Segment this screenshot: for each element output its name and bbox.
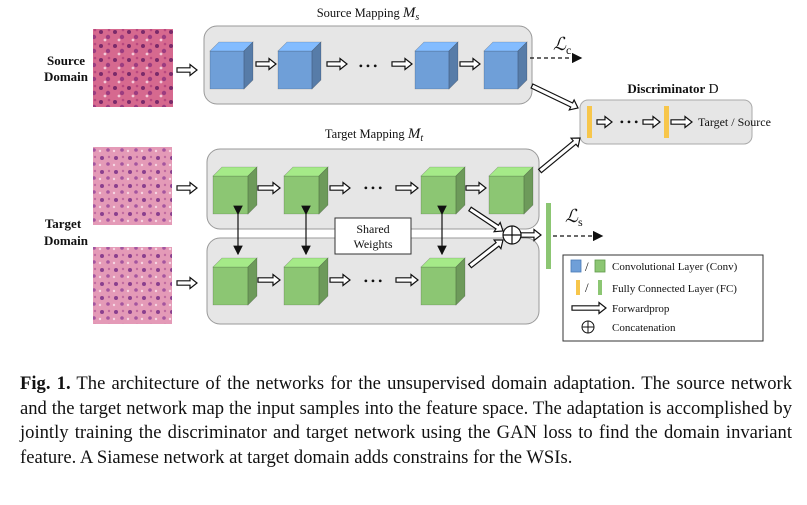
cube-front bbox=[209, 50, 245, 90]
cube-side bbox=[318, 257, 329, 306]
target-domain-label-line2: Domain bbox=[44, 233, 89, 248]
legend-box bbox=[562, 254, 764, 342]
forward-arrow-8 bbox=[329, 181, 351, 195]
siamese-loss: ℒs bbox=[565, 206, 583, 229]
classification-loss: ℒc bbox=[553, 34, 571, 57]
cube-side bbox=[311, 41, 322, 90]
forward-arrow-11 bbox=[176, 276, 198, 290]
discriminator-ellipsis: • • • bbox=[620, 115, 639, 129]
forward-arrow-14 bbox=[395, 273, 419, 287]
cube-front bbox=[483, 50, 519, 90]
legend-fc-label: Fully Connected Layer (FC) bbox=[612, 283, 737, 295]
cube-front bbox=[283, 266, 320, 306]
caption-text: The architecture of the networks for the… bbox=[20, 373, 792, 468]
discriminator-fc-bar-2 bbox=[664, 106, 669, 138]
shared-weight-links bbox=[233, 205, 447, 256]
forward-arrow-18 bbox=[467, 239, 504, 269]
discriminator-fc-bar-1 bbox=[587, 106, 592, 138]
legend-forward-label: Forwardprop bbox=[612, 303, 670, 315]
architecture-diagram: Source Mapping Ms Target Mapping Mt Sour… bbox=[44, 5, 771, 342]
forward-arrow-4 bbox=[391, 57, 413, 71]
target-conv-layer-1 bbox=[212, 166, 258, 215]
shared-weights-line2: Weights bbox=[353, 237, 392, 251]
source-domain-label-line1: Source bbox=[47, 53, 85, 68]
conv-layers bbox=[209, 41, 534, 306]
forward-arrow-19 bbox=[520, 228, 542, 242]
cube-front bbox=[212, 266, 249, 306]
siamese-conv-layer-3 bbox=[420, 257, 466, 306]
cube-side bbox=[517, 41, 528, 90]
siamese-ellipsis: • • • bbox=[364, 274, 383, 288]
legend-forward-arrow bbox=[571, 301, 607, 315]
forward-arrow-7 bbox=[257, 181, 281, 195]
forward-arrow-17 bbox=[467, 206, 504, 233]
forward-arrow-20 bbox=[596, 115, 613, 129]
target-conv-layer-4 bbox=[488, 166, 534, 215]
target-ellipsis: • • • bbox=[364, 181, 383, 195]
forward-arrow-21 bbox=[642, 115, 661, 129]
source-ellipsis: • • • bbox=[359, 59, 378, 73]
siamese-fc-bar bbox=[546, 203, 551, 269]
cube-side bbox=[448, 41, 459, 90]
cube-front bbox=[420, 266, 457, 306]
forward-arrow-5 bbox=[459, 57, 481, 71]
forward-arrow-15 bbox=[530, 83, 579, 111]
cube-side bbox=[243, 41, 254, 90]
source-mapping-title: Source Mapping Ms bbox=[317, 5, 420, 23]
cube-side bbox=[523, 166, 534, 215]
forward-arrows bbox=[176, 52, 693, 290]
cube-side bbox=[318, 166, 329, 215]
forward-arrow-6 bbox=[176, 181, 198, 195]
target-domain-label-line1: Target bbox=[45, 216, 82, 231]
siamese-conv-layer-2 bbox=[283, 257, 329, 306]
svg-text:/: / bbox=[585, 259, 589, 274]
cube-side bbox=[247, 257, 258, 306]
forward-arrow-22 bbox=[670, 115, 693, 129]
cube-front bbox=[212, 175, 249, 215]
cube-side bbox=[455, 257, 466, 306]
siamese-conv-layer-1 bbox=[212, 257, 258, 306]
forward-arrow-3 bbox=[326, 57, 348, 71]
target-conv-layer-3 bbox=[420, 166, 466, 215]
cube-front bbox=[283, 175, 320, 215]
cube-front bbox=[277, 50, 313, 90]
cube-front bbox=[414, 50, 450, 90]
shared-weights-line1: Shared bbox=[356, 222, 389, 236]
forward-arrow-9 bbox=[395, 181, 419, 195]
forward-arrow-2 bbox=[255, 57, 277, 71]
svg-text:/: / bbox=[585, 280, 589, 295]
cube-side bbox=[247, 166, 258, 215]
source-conv-layer-3 bbox=[414, 41, 459, 90]
cube-front bbox=[488, 175, 525, 215]
source-conv-layer-1 bbox=[209, 41, 254, 90]
target-conv-layer-2 bbox=[283, 166, 329, 215]
shared-weights-box bbox=[334, 217, 412, 255]
legend-concat-label: Concatenation bbox=[612, 322, 676, 334]
target-tissue-image-1 bbox=[93, 147, 172, 225]
figure-caption: Fig. 1. The architecture of the networks… bbox=[20, 372, 792, 470]
legend-conv-label: Convolutional Layer (Conv) bbox=[612, 261, 738, 273]
discriminator-title: Discriminator D bbox=[627, 81, 718, 97]
forward-arrow-1 bbox=[176, 63, 198, 77]
figure-label: Fig. 1. bbox=[20, 373, 71, 394]
discriminator-output-label: Target / Source bbox=[698, 115, 771, 129]
source-tissue-image bbox=[93, 29, 173, 107]
source-conv-layer-4 bbox=[483, 41, 528, 90]
forward-arrow-16 bbox=[537, 137, 581, 174]
source-domain-label-line2: Domain bbox=[44, 69, 89, 84]
target-mapping-title: Target Mapping Mt bbox=[325, 126, 423, 144]
cube-side bbox=[455, 166, 466, 215]
forward-arrow-13 bbox=[329, 273, 351, 287]
target-tissue-image-2 bbox=[93, 247, 172, 324]
source-conv-layer-2 bbox=[277, 41, 322, 90]
cube-front bbox=[420, 175, 457, 215]
forward-arrow-12 bbox=[257, 273, 281, 287]
legend: / Convolutional Layer (Conv) / Fully Con… bbox=[562, 254, 764, 342]
forward-arrow-10 bbox=[465, 181, 487, 195]
